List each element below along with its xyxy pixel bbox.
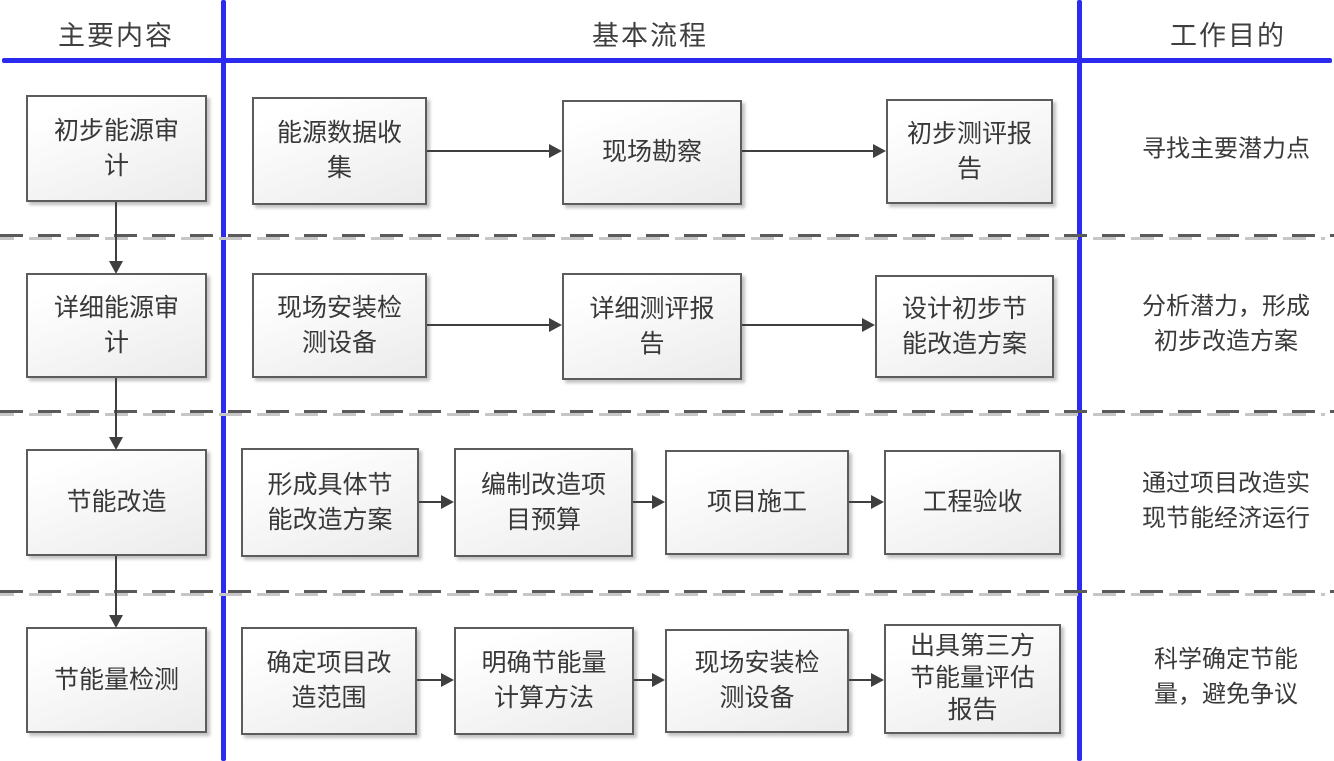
step-box-r1-s3: 初步测评报 告 (886, 99, 1053, 204)
arrow-right-r4-2 (634, 673, 665, 687)
arrow-down-3 (109, 556, 123, 628)
stage-box-row1: 初步能源审 计 (26, 95, 207, 202)
arrow-right-r3-1 (419, 495, 454, 509)
arrow-right-r1-2 (742, 144, 886, 158)
column-header-basic-process: 基本流程 (592, 21, 708, 51)
stage-box-row3: 节能改造 (26, 449, 207, 556)
row-divider-1 (0, 234, 1334, 242)
step-box-r4-s3: 现场安装检 测设备 (665, 629, 849, 733)
arrow-right-r3-2 (633, 495, 665, 509)
step-box-r3-s4: 工程验收 (884, 450, 1061, 555)
step-box-r3-s1: 形成具体节 能改造方案 (241, 448, 419, 557)
arrow-right-r4-3 (849, 673, 884, 687)
column-header-main-content: 主要内容 (58, 21, 174, 51)
step-box-r3-s2: 编制改造项 目预算 (454, 448, 633, 557)
arrow-right-r2-1 (427, 318, 562, 332)
step-box-r4-s4: 出具第三方 节能量评估 报告 (884, 624, 1061, 734)
step-box-r1-s2: 现场勘察 (562, 100, 742, 205)
column-header-work-purpose: 工作目的 (1170, 21, 1286, 51)
header-divider-line (2, 58, 1332, 63)
step-box-r4-s1: 确定项目改 造范围 (241, 627, 417, 735)
arrow-down-2 (109, 378, 123, 450)
stage-box-row4: 节能量检测 (26, 627, 207, 733)
purpose-text-row2: 分析潜力，形成 初步改造方案 (1142, 294, 1310, 355)
step-box-r2-s3: 设计初步节 能改造方案 (875, 275, 1054, 378)
arrow-right-r3-3 (849, 495, 884, 509)
row-divider-2 (0, 410, 1334, 418)
arrow-down-1 (109, 202, 123, 274)
step-box-r2-s1: 现场安装检 测设备 (252, 273, 427, 378)
purpose-text-row4: 科学确定节能 量，避免争议 (1154, 647, 1298, 708)
purpose-text-row1: 寻找主要潜力点 (1142, 136, 1310, 163)
row-divider-3 (0, 590, 1334, 598)
step-box-r4-s2: 明确节能量 计算方法 (454, 627, 634, 735)
arrow-right-r2-2 (742, 318, 875, 332)
step-box-r2-s2: 详细测评报 告 (562, 273, 742, 380)
column-divider-left (221, 0, 226, 761)
step-box-r1-s1: 能源数据收 集 (252, 97, 427, 205)
step-box-r3-s3: 项目施工 (665, 450, 849, 555)
arrow-right-r4-1 (417, 673, 454, 687)
stage-box-row2: 详细能源审 计 (26, 273, 207, 378)
arrow-right-r1-1 (427, 144, 562, 158)
column-divider-right (1077, 0, 1082, 761)
purpose-text-row3: 通过项目改造实 现节能经济运行 (1142, 471, 1310, 532)
